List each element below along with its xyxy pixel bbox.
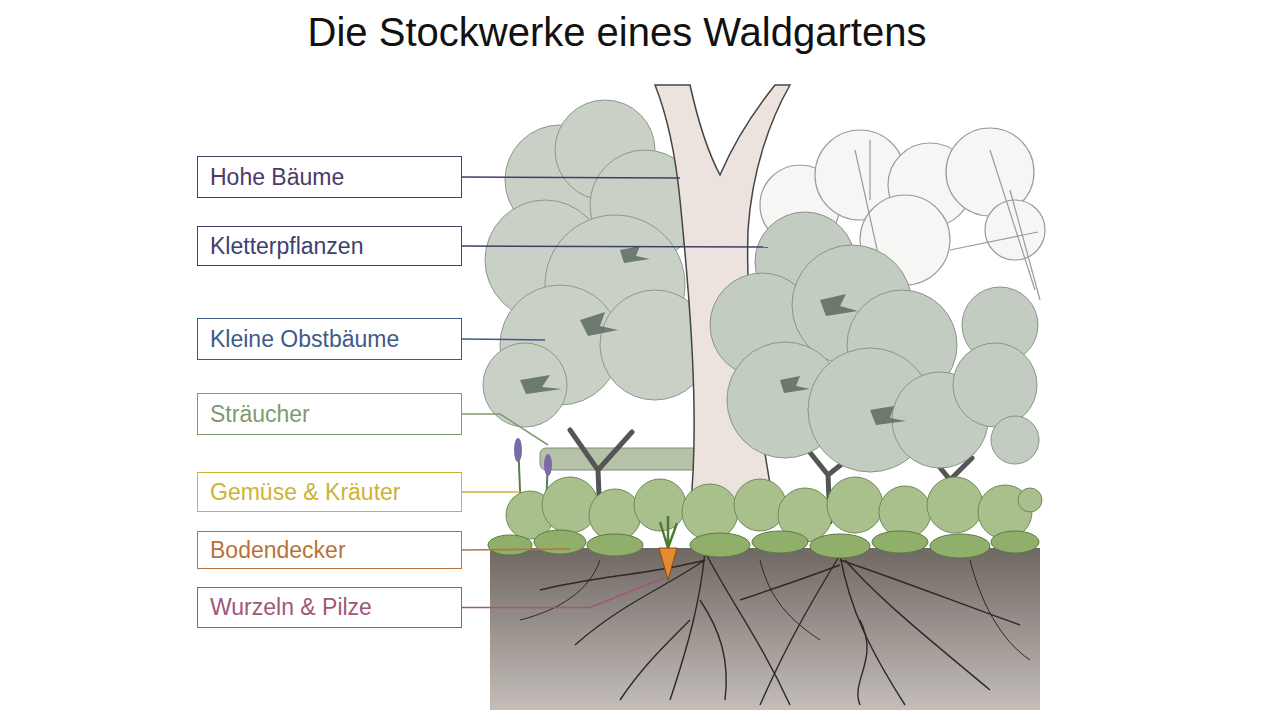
right-tree-canopy-part [991, 416, 1039, 464]
roots-part [700, 600, 726, 700]
leader-line [462, 491, 520, 493]
ground-cover-part [810, 534, 870, 558]
ground-cover-part [488, 535, 532, 555]
roots-part [760, 560, 820, 640]
layer-label: Gemüse & Kräuter [210, 479, 400, 506]
canopy-shadows-part [520, 375, 562, 394]
layer-label-box: Hohe Bäume [197, 156, 462, 198]
layer-label: Sträucher [210, 401, 310, 428]
layer-label: Wurzeln & Pilze [210, 594, 372, 621]
roots-part [858, 620, 867, 705]
layer-label-box: Wurzeln & Pilze [197, 587, 462, 628]
roots-part [620, 620, 690, 700]
layer-label-box: Sträucher [197, 393, 462, 435]
lavender-part [514, 438, 522, 462]
herb-layer-part [589, 489, 641, 541]
herb-layer-part [1018, 488, 1042, 512]
layer-label: Kletterpflanzen [210, 233, 363, 260]
layer-label: Bodendecker [210, 537, 346, 564]
roots-part [970, 560, 1030, 660]
herb-layer-part [734, 479, 786, 531]
roots-part [540, 560, 705, 590]
herb-layer-part [682, 484, 738, 540]
roots-part [740, 565, 840, 600]
right-tree-canopy [710, 212, 1039, 472]
leader-line [462, 549, 570, 550]
herb-layer-part [827, 477, 883, 533]
layer-label-box: Kletterpflanzen [197, 226, 462, 266]
layer-label: Kleine Obstbäume [210, 326, 399, 353]
background-sketch-trees-part [869, 140, 870, 200]
ground-cover-part [534, 530, 586, 554]
ground-cover-part [690, 533, 750, 557]
roots-part [760, 555, 840, 705]
diagram-title: Die Stockwerke eines Waldgartens [0, 10, 1234, 55]
roots-part [520, 560, 600, 620]
canopy-shadows-part [580, 312, 618, 336]
hedge [540, 448, 710, 470]
lavender-part [544, 454, 552, 476]
background-sketch-trees-part [1010, 190, 1040, 300]
roots-part [670, 552, 705, 700]
right-tree-canopy-part [953, 343, 1037, 427]
leader-line [462, 246, 768, 247]
layer-label-box: Kleine Obstbäume [197, 318, 462, 360]
roots-part [845, 560, 990, 690]
canopy-shadows-right-part [820, 294, 858, 316]
leader-line [462, 177, 680, 178]
leader-line [462, 414, 548, 445]
canopy-shadows-right-part [870, 406, 906, 425]
roots [520, 552, 1030, 705]
herb-layer-part [542, 477, 598, 533]
ground-cover-part [872, 531, 928, 553]
carrot-part [660, 516, 677, 548]
herb-layer-part [879, 486, 931, 538]
layer-label-box: Gemüse & Kräuter [197, 472, 462, 512]
leader-line [462, 578, 664, 608]
ground-cover-part [930, 534, 990, 558]
leader-line [462, 339, 545, 340]
ground-cover [488, 530, 1039, 558]
roots-part [840, 560, 1020, 625]
ground-cover-part [587, 534, 643, 556]
ground-cover-part [991, 531, 1039, 553]
carrot-part [659, 548, 677, 580]
roots-part [705, 552, 790, 705]
roots-part [840, 555, 905, 705]
leader-lines [462, 177, 768, 608]
layer-label-box: Bodendecker [197, 531, 462, 569]
canopy-shadows-right [780, 294, 906, 425]
carrot [659, 516, 677, 580]
layer-label: Hohe Bäume [210, 164, 344, 191]
background-sketch-trees-part [990, 150, 1035, 290]
ground-cover-part [752, 531, 808, 553]
hedge-part [540, 448, 710, 470]
soil-part [490, 548, 1040, 710]
canopy-shadows-part [620, 246, 650, 263]
herb-layer-part [927, 477, 983, 533]
canopy-shadows-right-part [780, 376, 810, 393]
canopy-shadows [520, 246, 650, 394]
soil [490, 548, 1040, 710]
background-sketch-trees-part [950, 232, 1038, 250]
